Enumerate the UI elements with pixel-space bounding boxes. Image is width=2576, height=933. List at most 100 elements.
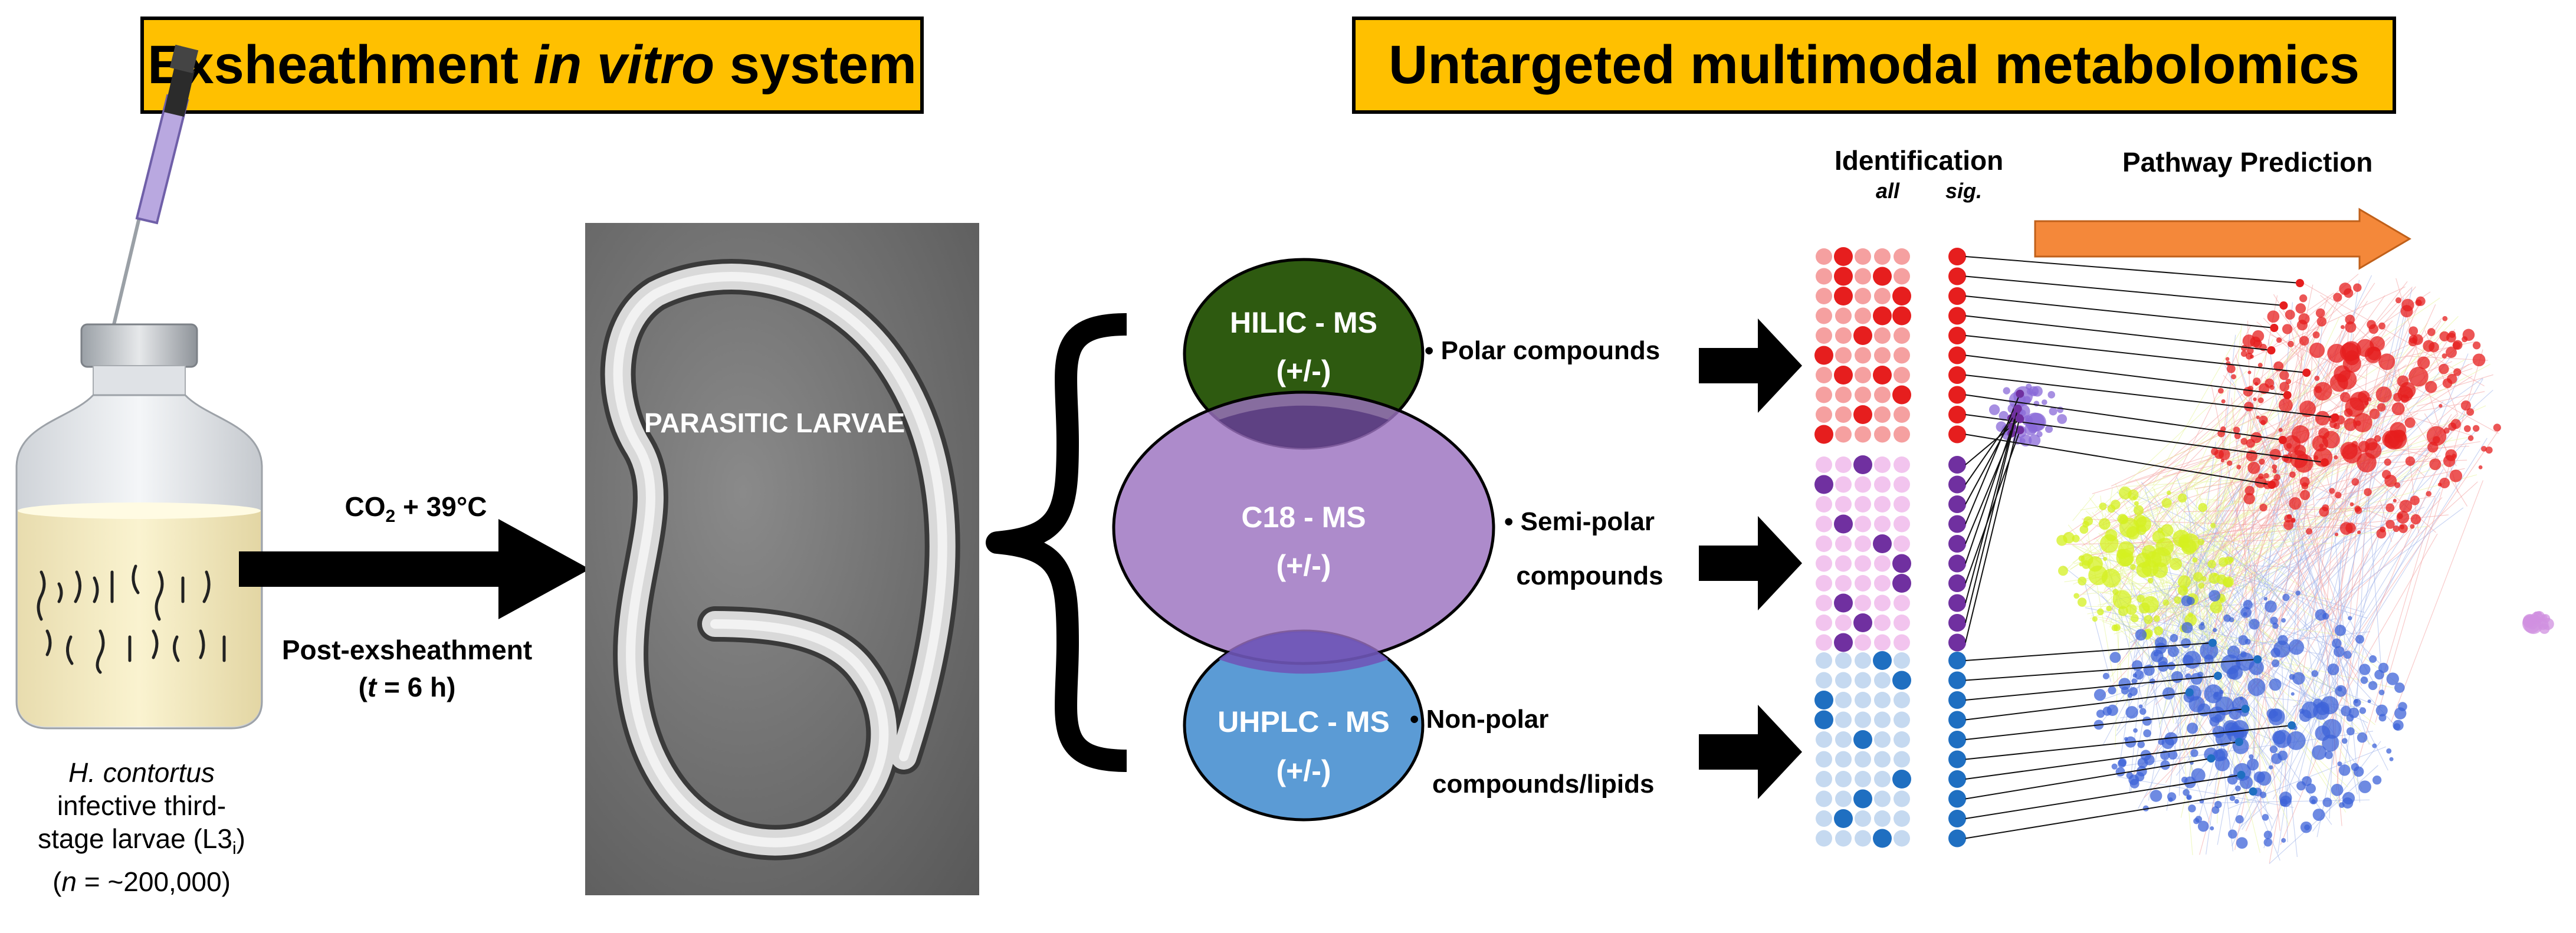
network-node [2442, 353, 2447, 359]
network-node [2312, 745, 2327, 760]
network-node [2280, 799, 2288, 807]
matrix-dot [1894, 830, 1910, 847]
network-node [2099, 534, 2119, 553]
matrix-dot [1894, 426, 1910, 443]
network-edge [2148, 413, 2320, 763]
connector-end-node [2237, 771, 2246, 779]
network-edge [2131, 582, 2211, 825]
network-node [2345, 321, 2357, 333]
network-node [2127, 692, 2133, 698]
network-node [2036, 431, 2043, 438]
connector-line [1965, 418, 2012, 485]
network-edge [2357, 515, 2366, 697]
network-node [2337, 686, 2342, 692]
network-node [2344, 408, 2353, 418]
network-node [2314, 382, 2332, 401]
network-node [2462, 328, 2475, 341]
matrix-dot [1816, 771, 1832, 787]
network-node [2447, 373, 2457, 385]
network-node [2270, 648, 2281, 658]
network-node [2286, 731, 2306, 750]
matrix-dot [1894, 652, 1910, 669]
network-node [2359, 663, 2371, 675]
matrix-dot [1892, 385, 1911, 405]
network-node [2263, 597, 2267, 601]
network-node [2322, 797, 2332, 807]
matrix-dot [1892, 554, 1911, 573]
connector-line [1965, 708, 2246, 740]
network-node [2220, 458, 2224, 463]
matrix-dot [1853, 326, 1872, 345]
sem-label: PARASITIC LARVAE [644, 408, 905, 438]
c18-mode: (+/-) [1276, 549, 1331, 582]
sig-dot [1948, 386, 1966, 404]
matrix-dot [1874, 594, 1891, 612]
network-node [2221, 399, 2226, 404]
matrix-dot [1874, 615, 1891, 631]
matrix-dot [1834, 267, 1853, 286]
network-node [2395, 297, 2402, 304]
network-node [2144, 615, 2153, 625]
network-node [2329, 420, 2338, 428]
connector-end-node [2016, 389, 2024, 398]
connector-end-node [2249, 787, 2257, 796]
matrix-dot [1855, 575, 1871, 592]
network-node [2240, 350, 2247, 357]
network-node [2439, 477, 2450, 488]
network-node [2375, 386, 2392, 403]
network-node [2386, 748, 2392, 754]
network-node [2334, 646, 2345, 658]
network-node [2111, 763, 2118, 770]
network-node [2299, 709, 2312, 722]
network-node [2408, 326, 2419, 336]
matrix-dot [1855, 386, 1871, 403]
network-node [1988, 404, 2000, 415]
connector-end-node [2234, 738, 2243, 746]
network-node [2423, 340, 2435, 352]
network-node [2162, 687, 2175, 700]
network-edge [2242, 438, 2488, 830]
matrix-dot [1894, 496, 1910, 513]
network-node [2320, 696, 2339, 715]
nonpolar-label-1: • Non-polar [1410, 705, 1549, 734]
network-node [2372, 776, 2382, 785]
network-node [2269, 745, 2278, 754]
network-node [2322, 718, 2342, 739]
matrix-dot [1855, 692, 1871, 708]
network-node [2327, 663, 2339, 675]
network-node [2227, 829, 2237, 839]
identification-title: Identification [1835, 145, 2004, 176]
matrix-dot [1835, 771, 1852, 787]
matrix-dot [1816, 555, 1832, 572]
network-edge [2200, 295, 2278, 708]
network-node [2041, 399, 2047, 405]
matrix-dot [1855, 555, 1871, 572]
network-node [2353, 413, 2372, 432]
matrix-dot [1894, 456, 1910, 473]
sig-dot [1948, 456, 1966, 474]
network-node [2346, 727, 2355, 735]
network-node [2209, 706, 2226, 723]
connector-line [1965, 791, 2253, 839]
matrix-dot [1874, 515, 1891, 533]
network-edge [2278, 504, 2299, 639]
sig-dot [1948, 248, 1966, 265]
network-node [2467, 435, 2474, 441]
matrix-dot [1816, 536, 1832, 552]
larvae-caption: H. contortus infective third- stage larv… [12, 756, 271, 898]
network-node [2375, 704, 2388, 717]
left-banner: Exsheathment in vitro system [140, 17, 924, 114]
network-node [2255, 382, 2259, 386]
right-banner: Untargeted multimodal metabolomics [1352, 17, 2396, 114]
sig-dot [1948, 346, 1966, 364]
network-node [2267, 310, 2280, 323]
network-node [2291, 425, 2310, 443]
network-node [2049, 407, 2057, 416]
matrix-dot [1835, 575, 1852, 592]
matrix-dot [1816, 594, 1832, 612]
network-node [2191, 768, 2206, 783]
network-node [2265, 600, 2277, 613]
network-node [2281, 837, 2286, 843]
network-node [2358, 390, 2370, 403]
network-node [2190, 672, 2203, 685]
